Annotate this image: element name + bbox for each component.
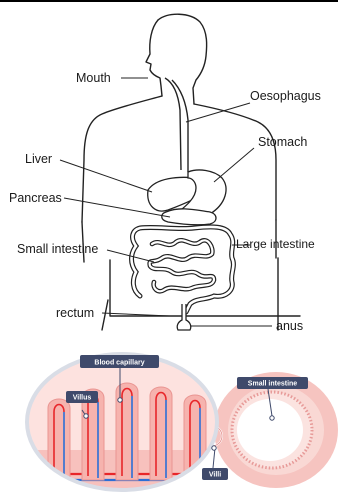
label-rectum: rectum [56,306,94,320]
label-liver: Liver [25,152,52,166]
tag-blood-capillary-text: Blood capillary [94,360,144,367]
tag-small-intestine-text: Small intestine [248,381,298,388]
label-small-intestine: Small intestine [17,242,98,256]
label-anus: anus [276,319,303,333]
label-stomach: Stomach [258,135,307,149]
label-oesophagus: Oesophagus [250,89,321,103]
oesophagus-tube [165,78,188,172]
villi-magnified-view [20,354,230,496]
tag-villus-text: Villus [73,395,92,402]
tag-villus: Villus [66,391,98,403]
tag-small-intestine: Small intestine [237,377,308,389]
tag-blood-capillary: Blood capillary [80,355,159,368]
tag-villi-text: Villi [209,472,221,479]
label-large-intestine: Large intestine [236,237,315,251]
tag-villi: Villi [202,468,228,480]
label-pancreas: Pancreas [9,191,62,205]
label-mouth: Mouth [76,71,111,85]
small-intestine-organ [150,240,214,291]
